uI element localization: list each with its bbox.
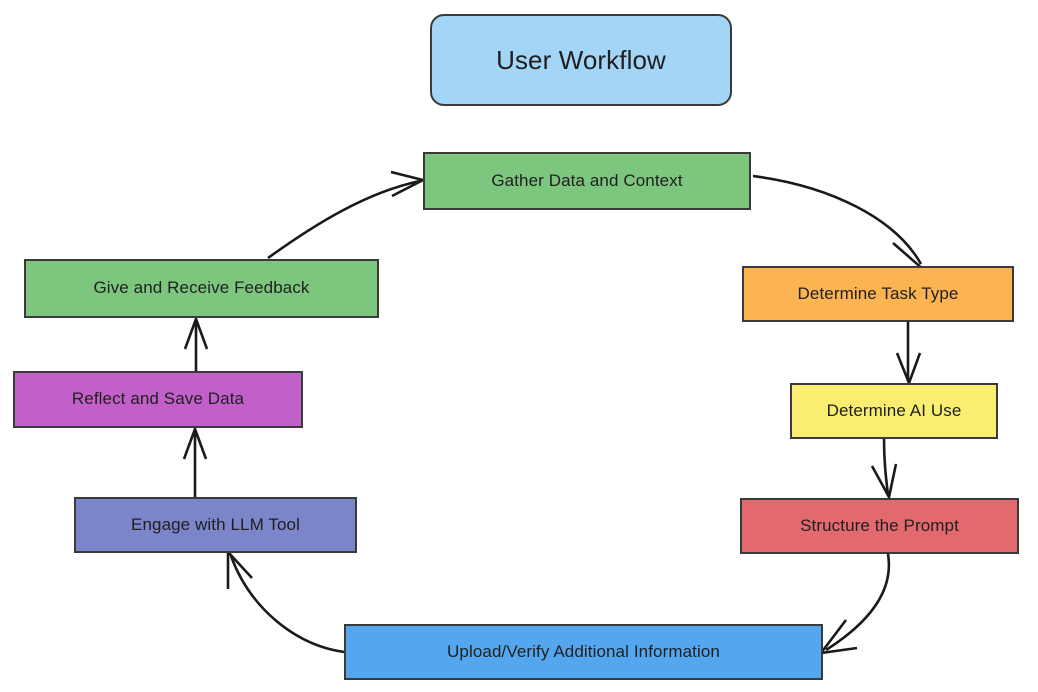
edge-task-to-ai xyxy=(895,322,922,387)
node-give-and-receive-feedback[interactable]: Give and Receive Feedback xyxy=(24,259,379,318)
edge-feedback-to-gather xyxy=(267,170,427,260)
node-label: Gather Data and Context xyxy=(491,170,683,190)
node-structure-the-prompt[interactable]: Structure the Prompt xyxy=(740,498,1019,554)
edge-prompt-to-upload xyxy=(818,553,891,655)
node-label: Upload/Verify Additional Information xyxy=(447,641,720,661)
node-label: Structure the Prompt xyxy=(800,515,959,535)
node-reflect-and-save-data[interactable]: Reflect and Save Data xyxy=(13,371,303,428)
node-determine-task-type[interactable]: Determine Task Type xyxy=(742,266,1014,322)
node-gather-data-and-context[interactable]: Gather Data and Context xyxy=(423,152,751,210)
diagram-title-box: User Workflow xyxy=(430,14,732,106)
node-determine-ai-use[interactable]: Determine AI Use xyxy=(790,383,998,439)
node-label: Determine Task Type xyxy=(797,283,959,303)
page-title: User Workflow xyxy=(496,44,666,75)
node-engage-with-llm-tool[interactable]: Engage with LLM Tool xyxy=(74,497,357,553)
edge-gather-to-task xyxy=(752,174,928,275)
node-label: Determine AI Use xyxy=(826,400,962,420)
node-upload-verify-additional-information[interactable]: Upload/Verify Additional Information xyxy=(344,624,823,680)
node-label: Reflect and Save Data xyxy=(71,389,245,409)
edge-upload-to-engage xyxy=(226,548,345,654)
node-label: Engage with LLM Tool xyxy=(131,514,300,534)
node-label: Give and Receive Feedback xyxy=(93,278,310,298)
edge-ai-to-prompt xyxy=(870,438,898,501)
edge-reflect-to-feedback xyxy=(183,315,209,371)
edge-engage-to-reflect xyxy=(182,425,208,497)
